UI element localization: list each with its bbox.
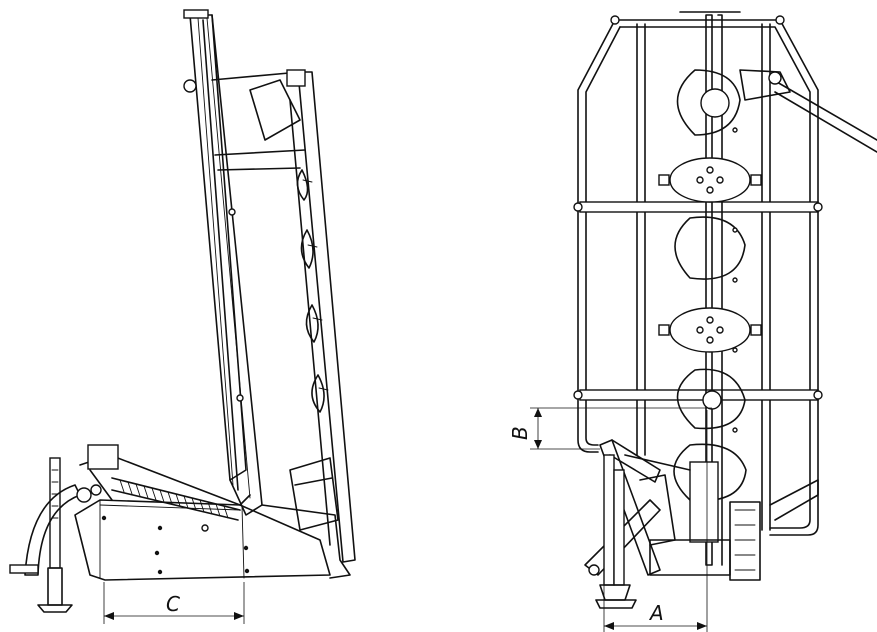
dimension-c-label: C xyxy=(166,592,180,616)
dimension-b: B xyxy=(508,407,712,450)
dimension-b-label: B xyxy=(508,426,532,440)
top-view-gearbox xyxy=(649,461,819,581)
side-view: C xyxy=(9,9,356,624)
top-view: B A xyxy=(508,11,877,632)
dimension-c: C xyxy=(103,582,245,624)
top-view-drive-arm xyxy=(739,69,877,153)
side-view-raised-frame xyxy=(183,9,263,516)
top-view-cutter-beam xyxy=(658,11,762,566)
side-view-hitch xyxy=(9,444,119,613)
top-view-hitch xyxy=(584,439,691,609)
dimension-a-label: A xyxy=(648,601,664,625)
dimension-a: A xyxy=(603,410,708,632)
top-view-guard-frame xyxy=(573,15,823,536)
side-view-base-housing xyxy=(261,457,351,579)
side-view-chassis xyxy=(74,499,331,581)
side-view-cutter-bar xyxy=(211,69,356,563)
